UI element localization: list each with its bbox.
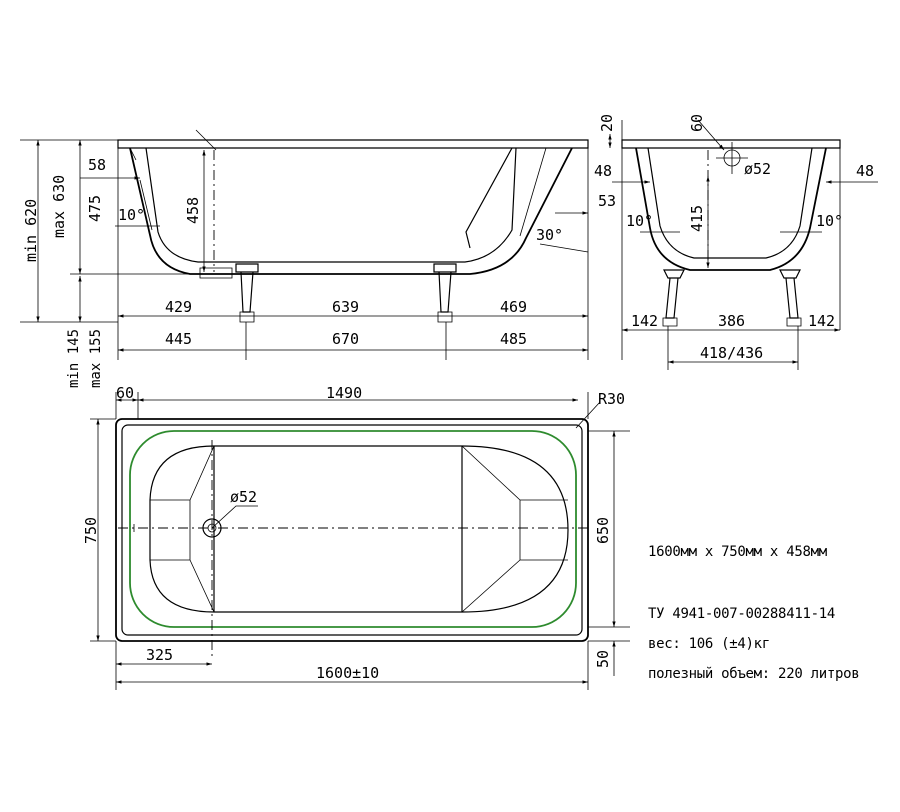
- end-rim-48-left: 48: [594, 162, 612, 180]
- top-width-750: 750: [82, 517, 100, 544]
- end-depth-415: 415: [688, 205, 706, 232]
- side-leg-spacing-2: 639: [332, 298, 359, 316]
- leg-right: [433, 263, 457, 323]
- spec-standard: ТУ 4941-007-00288411-14: [648, 606, 835, 622]
- end-angle-right: 10°: [816, 212, 843, 230]
- side-dim-53: 53: [598, 192, 616, 210]
- end-foot-142-right: 142: [808, 312, 835, 330]
- side-bottom-spacing-2: 670: [332, 330, 359, 348]
- spec-volume: полезный объем: 220 литров: [648, 666, 860, 682]
- end-rim-48-right: 48: [856, 162, 874, 180]
- side-leg-spacing-1: 429: [165, 298, 192, 316]
- end-dim-60: 60: [688, 114, 706, 132]
- end-foot-142-left: 142: [631, 312, 658, 330]
- side-view: max 630 min 620 475 458 58 10° 30° 53 42…: [20, 129, 616, 388]
- top-rim-60: 60: [116, 384, 134, 402]
- spec-dimensions: 1600мм x 750мм x 458мм: [648, 544, 827, 560]
- end-angle-left: 10°: [626, 212, 653, 230]
- end-view: 20 60 ø52 48 48 415 10° 10° 142 386 142 …: [594, 114, 878, 370]
- side-leg-height-min: min 145: [66, 329, 82, 388]
- end-drain-dia: ø52: [744, 160, 771, 178]
- side-leg-spacing-3: 469: [500, 298, 527, 316]
- side-angle-30: 30°: [536, 226, 563, 244]
- side-depth-475: 475: [86, 195, 104, 222]
- top-view: 60 1490 R30 750 650 ø52 325 1600±10 50: [82, 384, 630, 690]
- end-foot-left: [662, 269, 685, 327]
- side-leg-height-max: max 155: [88, 329, 104, 388]
- side-min-height: min 620: [22, 199, 40, 262]
- side-bottom-spacing-3: 485: [500, 330, 527, 348]
- side-depth-458: 458: [184, 197, 202, 224]
- top-overall-length: 1600±10: [316, 664, 379, 682]
- side-angle-10: 10°: [118, 206, 145, 224]
- side-rim-58: 58: [88, 156, 106, 174]
- top-drain-offset: 325: [146, 646, 173, 664]
- top-corner-radius: R30: [598, 390, 625, 408]
- side-max-height: max 630: [50, 175, 68, 238]
- top-inner-width-650: 650: [594, 517, 612, 544]
- end-width-range: 418/436: [700, 344, 763, 362]
- top-rim-50: 50: [594, 650, 612, 668]
- spec-weight: вес: 106 (±4)кг: [648, 636, 770, 652]
- top-drain-dia: ø52: [230, 488, 257, 506]
- end-rim-20: 20: [598, 114, 616, 132]
- top-inner-basin: [129, 430, 577, 628]
- end-foot-386: 386: [718, 312, 745, 330]
- top-outer-rim: [115, 418, 589, 642]
- top-inner-length: 1490: [326, 384, 362, 402]
- side-bottom-spacing-1: 445: [165, 330, 192, 348]
- leg-left: [235, 263, 259, 323]
- end-foot-right: [779, 269, 802, 327]
